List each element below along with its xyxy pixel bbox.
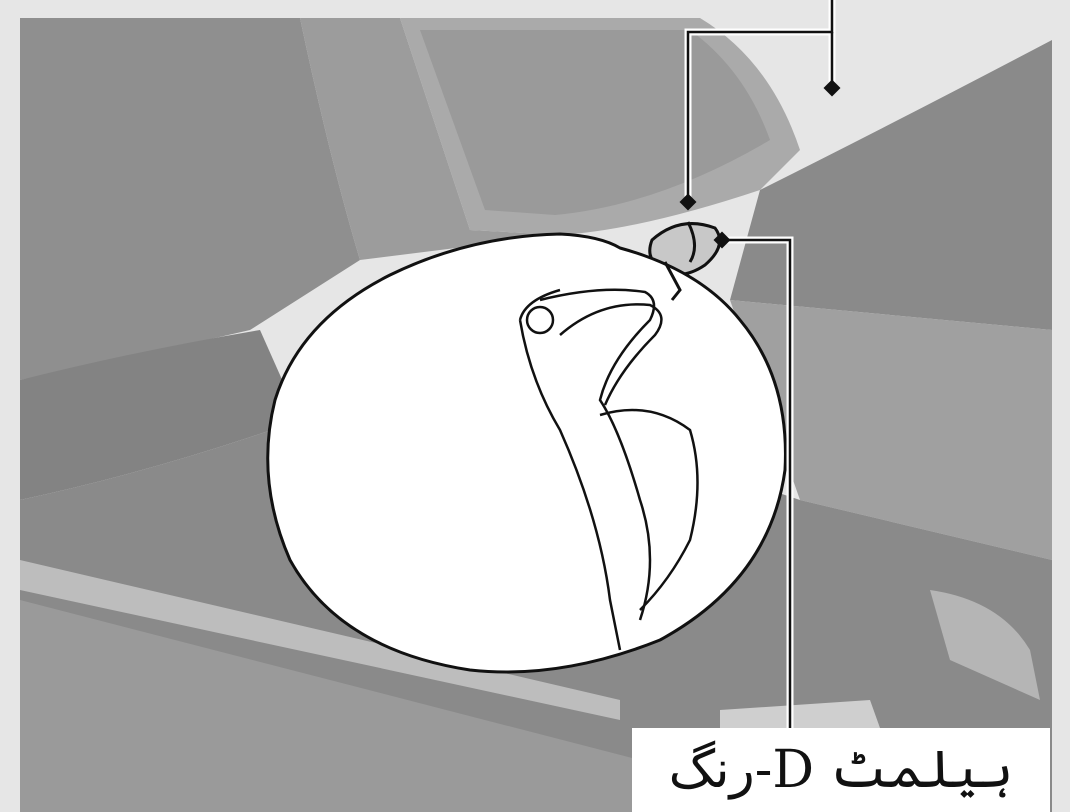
visor-pivot (527, 307, 553, 333)
helmet-d-ring-label: ہیلمٹ D-رنگ (669, 744, 1014, 796)
caption-box: ہیلمٹ D-رنگ (632, 728, 1050, 812)
